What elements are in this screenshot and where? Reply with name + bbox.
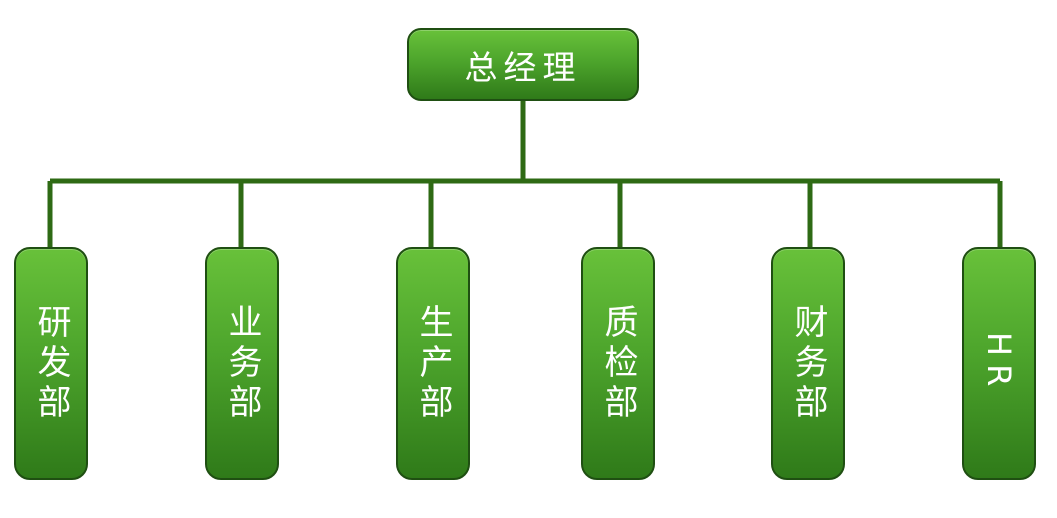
dept-finance-box[interactable]: 财务部 [771,247,845,480]
dept-rd-box[interactable]: 研发部 [14,247,88,480]
general-manager-box[interactable]: 总经理 [407,28,639,101]
dept-finance-label: 财务部 [788,303,828,424]
dept-hr-label: HR [980,332,1018,395]
dept-qc-label: 质检部 [598,303,638,424]
dept-hr-box[interactable]: HR [962,247,1036,480]
dept-business-box[interactable]: 业务部 [205,247,279,480]
dept-qc-box[interactable]: 质检部 [581,247,655,480]
dept-rd-label: 研发部 [31,303,71,424]
dept-business-label: 业务部 [222,303,262,424]
dept-production-box[interactable]: 生产部 [396,247,470,480]
dept-production-label: 生产部 [413,303,453,424]
general-manager-label: 总经理 [464,47,582,87]
